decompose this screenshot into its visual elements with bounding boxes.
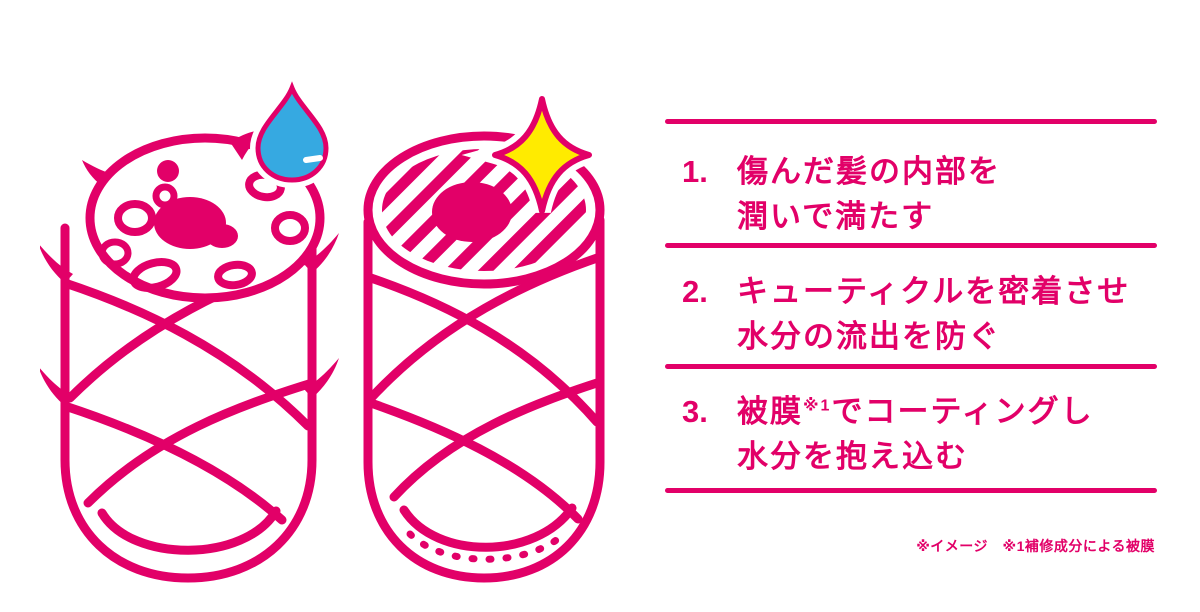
step-item-2: 2. キューティクルを密着させ 水分の流出を防ぐ bbox=[682, 269, 1130, 359]
step-text-line: 水分を抱え込む bbox=[737, 439, 968, 474]
sparkle-icon bbox=[461, 96, 623, 214]
divider-line bbox=[665, 488, 1157, 493]
damage-voids bbox=[98, 160, 309, 292]
step-text: キューティクルを密着させ 水分の流出を防ぐ bbox=[737, 269, 1130, 359]
divider-line bbox=[665, 243, 1157, 248]
repaired-hair-illustration bbox=[363, 96, 623, 583]
footnote-marker: ※1 bbox=[803, 397, 832, 415]
cuticle-scales bbox=[363, 252, 605, 563]
step-text-segment: でコーティングし bbox=[831, 394, 1094, 429]
cuticle-scales bbox=[60, 253, 317, 555]
step-text: 被膜※1でコーティングし 水分を抱え込む bbox=[737, 389, 1094, 479]
step-text: 傷んだ髪の内部を 潤いで満たす bbox=[737, 149, 1001, 239]
step-text-line: 被膜※1でコーティングし bbox=[737, 389, 1094, 434]
divider-line bbox=[665, 119, 1157, 124]
step-text-line: キューティクルを密着させ bbox=[737, 274, 1131, 309]
footnote-text: ※イメージ ※1補修成分による被膜 bbox=[916, 538, 1155, 554]
hair-body-outline bbox=[363, 215, 605, 583]
damaged-hair-illustration bbox=[40, 68, 339, 583]
step-text-line: 水分の流出を防ぐ bbox=[737, 319, 1001, 354]
hair-body-outline bbox=[60, 221, 317, 583]
water-drop-icon bbox=[249, 68, 335, 189]
step-number: 1. bbox=[682, 154, 708, 189]
filled-core bbox=[432, 182, 512, 242]
step-number: 3. bbox=[682, 394, 708, 429]
step-text-line: 潤いで満たす bbox=[737, 199, 935, 234]
step-number: 2. bbox=[682, 274, 708, 309]
step-item-1: 1. 傷んだ髪の内部を 潤いで満たす bbox=[682, 149, 1001, 239]
steps-panel: 1. 傷んだ髪の内部を 潤いで満たす 2. キューティクルを密着させ 水分の流出… bbox=[665, 119, 1157, 599]
step-text-line: 傷んだ髪の内部を bbox=[737, 154, 1001, 189]
lifted-cuticle-flakes bbox=[40, 233, 339, 406]
divider-line bbox=[665, 364, 1157, 369]
step-item-3: 3. 被膜※1でコーティングし 水分を抱え込む bbox=[682, 389, 1094, 479]
step-text-segment: 被膜 bbox=[737, 394, 803, 429]
